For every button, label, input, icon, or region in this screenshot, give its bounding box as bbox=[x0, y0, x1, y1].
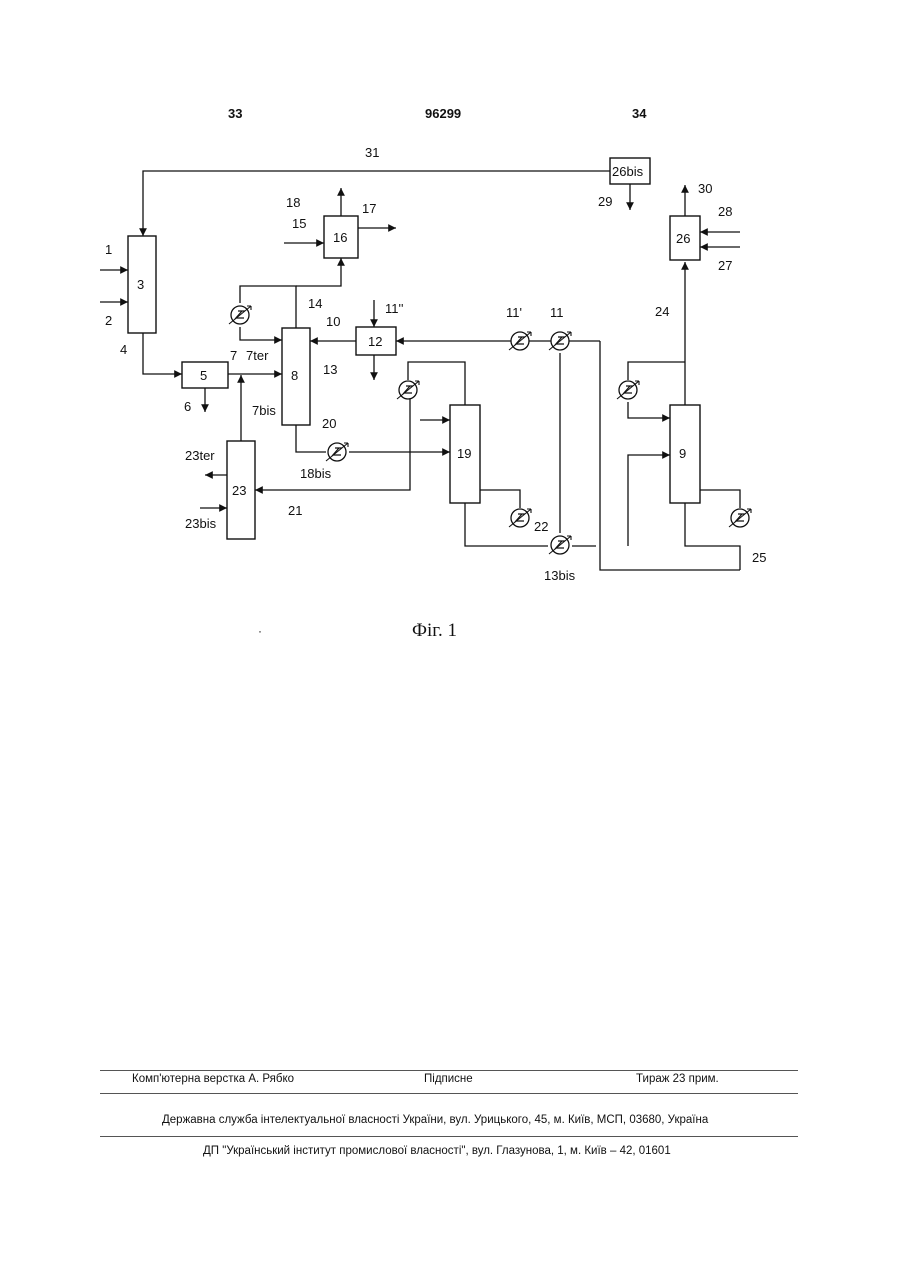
footer-institute-address: ДП "Український інститут промислової вла… bbox=[203, 1145, 671, 1157]
unit-label-3: 3 bbox=[137, 277, 144, 292]
reboiler-line-19 bbox=[480, 490, 520, 508]
footer-layout-credit: Комп'ютерна верстка А. Рябко bbox=[132, 1073, 294, 1085]
unit-label-26: 26 bbox=[676, 231, 690, 246]
heat-exchanger-icon bbox=[549, 332, 571, 350]
reflux-line-9 bbox=[628, 402, 670, 418]
overhead-line-9 bbox=[628, 362, 685, 380]
stream-label-30: 30 bbox=[698, 181, 712, 196]
stream-line-4 bbox=[143, 333, 182, 374]
reflux-line-8 bbox=[240, 327, 282, 340]
stream-label-13: 11'' bbox=[385, 301, 403, 316]
unit-label-26bis: 26bis bbox=[612, 164, 644, 179]
stream-label-13bis: 13 bbox=[323, 362, 337, 377]
heat-exchanger-icon bbox=[549, 536, 571, 554]
stream-label-18bis: 18 bbox=[286, 195, 300, 210]
heat-exchanger-icon bbox=[617, 381, 639, 399]
stream-line-14 bbox=[296, 258, 341, 286]
stream-label-25: 25 bbox=[752, 550, 766, 565]
unit-label-23: 23 bbox=[232, 483, 246, 498]
heat-exchanger-icon bbox=[729, 509, 751, 527]
stream-label-24: 24 bbox=[655, 304, 669, 319]
stream-line-31 bbox=[143, 171, 610, 236]
unit-label-12: 12 bbox=[368, 334, 382, 349]
stream-label-11-prime: 11' bbox=[506, 305, 522, 320]
stream-label-7bis: 7bis bbox=[252, 403, 276, 418]
unit-label-19: 19 bbox=[457, 446, 471, 461]
stream-label-14: 14 bbox=[308, 296, 322, 311]
stream-label-2: 2 bbox=[105, 313, 112, 328]
unit-label-5: 5 bbox=[200, 368, 207, 383]
stream-label-7: 7 bbox=[230, 348, 237, 363]
stream-label-11: 11 bbox=[550, 305, 564, 320]
stream-label-29: 29 bbox=[598, 194, 612, 209]
stream-label-17: 15 bbox=[292, 216, 306, 231]
overhead-line-8 bbox=[240, 286, 296, 328]
stream-line-21 bbox=[255, 390, 410, 490]
unit-label-8: 8 bbox=[291, 368, 298, 383]
heat-exchanger-icon bbox=[509, 509, 531, 527]
stream-label-10: 10 bbox=[326, 314, 340, 329]
stream-label-1: 1 bbox=[105, 242, 112, 257]
footer-rule-middle bbox=[100, 1093, 798, 1094]
unit-label-16: 16 bbox=[333, 230, 347, 245]
stream-label-31: 31 bbox=[365, 145, 379, 160]
stray-dot: · bbox=[258, 624, 262, 638]
heat-exchanger-icon bbox=[229, 306, 251, 324]
footer-rule-bottom bbox=[100, 1136, 798, 1137]
stream-label-23bis: 23bis bbox=[185, 516, 217, 531]
stream-label-23ter: 23ter bbox=[185, 448, 215, 463]
stream-label-18: 17 bbox=[362, 201, 376, 216]
footer-rule-top bbox=[100, 1070, 798, 1071]
stream-label-22: 22 bbox=[534, 519, 548, 534]
footer-agency-address: Державна служба інтелектуальної власност… bbox=[162, 1114, 708, 1126]
stream-label-20: 20 bbox=[322, 416, 336, 431]
stream-label-21: 21 bbox=[288, 503, 302, 518]
feed-line-9 bbox=[628, 455, 670, 546]
heat-exchanger-icon bbox=[326, 443, 348, 461]
footer-print-run: Тираж 23 прим. bbox=[636, 1073, 719, 1085]
stream-label-11-double-prime: 13bis bbox=[544, 568, 576, 583]
heat-exchanger-icon bbox=[397, 381, 419, 399]
stream-label-15: 18bis bbox=[300, 466, 332, 481]
unit-label-9: 9 bbox=[679, 446, 686, 461]
stream-label-7ter: 7ter bbox=[246, 348, 269, 363]
heat-exchanger-icon bbox=[509, 332, 531, 350]
process-flow-diagram: 3 1 2 4 5 6 7 7ter 8 14 16 18 17 15 12 1… bbox=[0, 0, 901, 660]
reboiler-line-9 bbox=[700, 490, 740, 508]
stream-label-6: 6 bbox=[184, 399, 191, 414]
stream-label-4: 4 bbox=[120, 342, 127, 357]
stream-label-27: 27 bbox=[718, 258, 732, 273]
stream-label-28: 28 bbox=[718, 204, 732, 219]
footer-signed: Підписне bbox=[424, 1073, 473, 1085]
figure-caption: Фіг. 1 bbox=[412, 620, 457, 642]
